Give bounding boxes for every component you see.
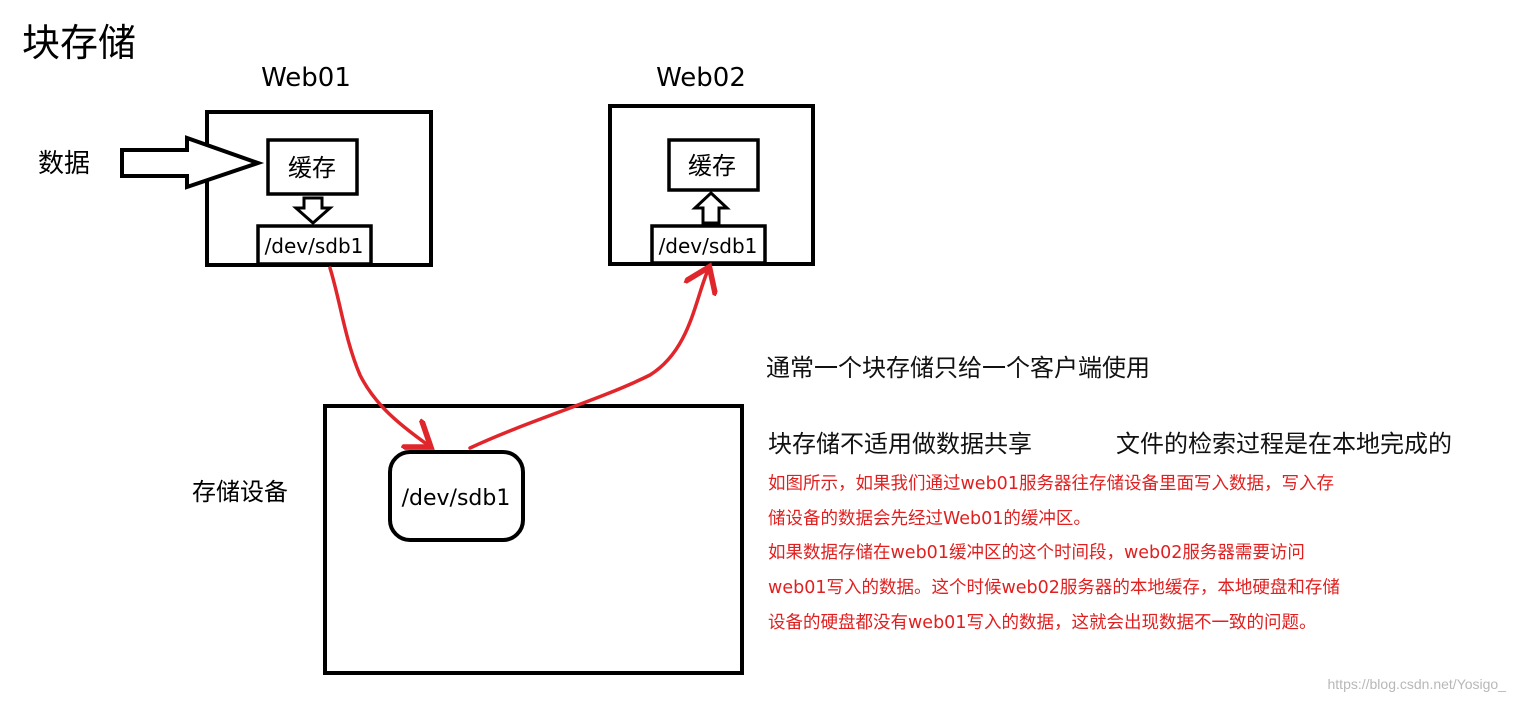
note-no-sharing: 块存储不适用做数据共享 (768, 430, 1032, 458)
web02-label: Web02 (656, 63, 746, 93)
explanation-line-1: 如图所示，如果我们通过web01服务器往存储设备里面写入数据，写入存 (768, 474, 1334, 494)
web01-down-arrow-icon (292, 196, 334, 226)
web01-disk-label: /dev/sdb1 (265, 234, 364, 258)
note-local-retrieval: 文件的检索过程是在本地完成的 (1116, 430, 1452, 458)
note-single-client: 通常一个块存储只给一个客户端使用 (766, 354, 1150, 382)
watermark: https://blog.csdn.net/Yosigo_ (1327, 676, 1507, 692)
web02-cache-label: 缓存 (688, 152, 736, 180)
data-input-arrow-icon (120, 135, 265, 190)
data-label: 数据 (38, 149, 90, 179)
diagram-title: 块存储 (22, 21, 136, 65)
explanation-line-4: web01写入的数据。这个时候web02服务器的本地缓存，本地硬盘和存储 (768, 578, 1340, 598)
web01-cache-box (266, 138, 359, 196)
web01-label: Web01 (261, 63, 351, 93)
storage-disk-label: /dev/sdb1 (402, 486, 511, 511)
storage-disk-box (388, 450, 525, 542)
web01-disk-box (256, 224, 373, 266)
web01-cache-label: 缓存 (288, 154, 336, 182)
storage-label: 存储设备 (192, 478, 288, 506)
explanation-line-3: 如果数据存储在web01缓冲区的这个时间段，web02服务器需要访问 (768, 543, 1305, 563)
storage-device-box (323, 404, 744, 675)
write-flow-arrow (328, 266, 428, 445)
web02-up-arrow-icon (691, 190, 731, 225)
explanation-line-2: 储设备的数据会先经过Web01的缓冲区。 (768, 509, 1091, 529)
web02-cache-box (667, 138, 760, 192)
web02-disk-label: /dev/sdb1 (659, 234, 758, 258)
read-flow-arrow (468, 270, 708, 450)
explanation-line-5: 设备的硬盘都没有web01写入的数据，这就会出现数据不一致的问题。 (768, 613, 1317, 633)
